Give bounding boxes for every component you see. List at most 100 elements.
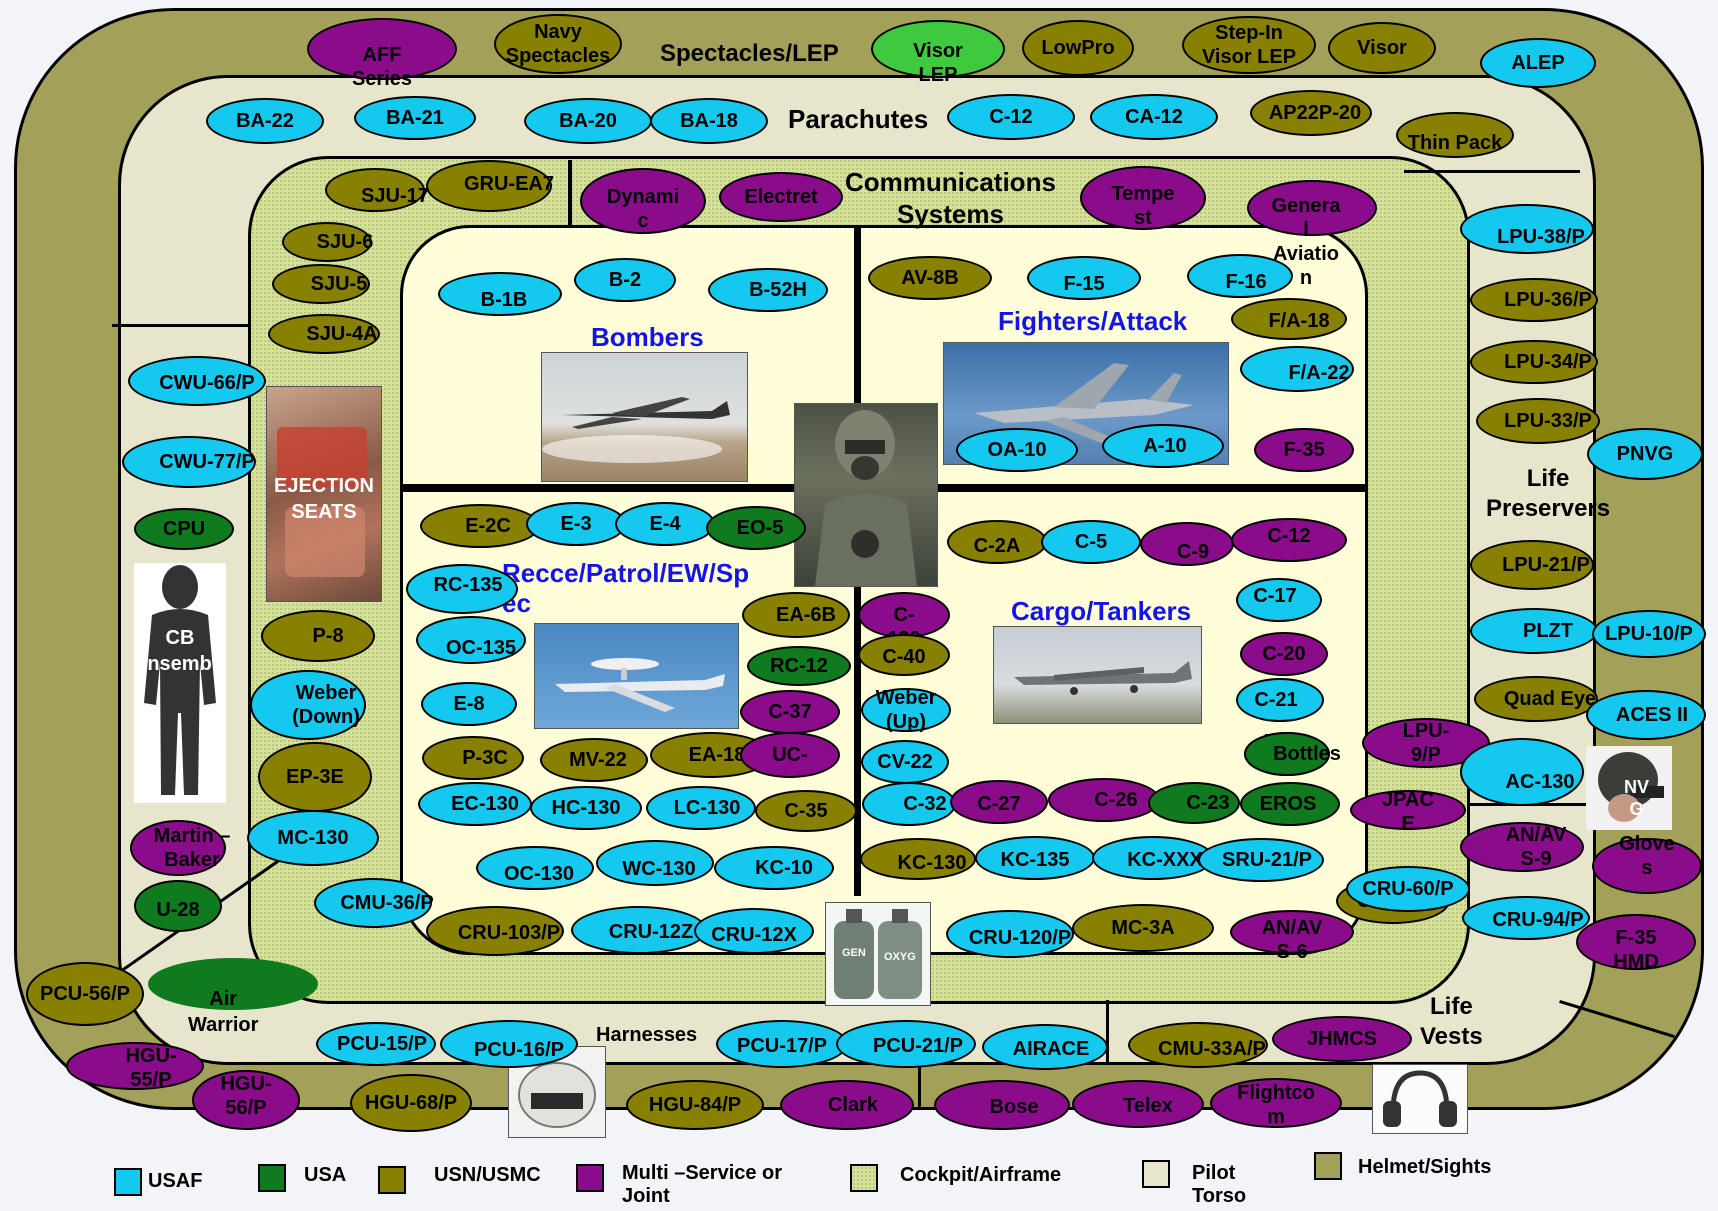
equipment-martin-baker-oval[interactable]: Martin – Baker (130, 820, 230, 876)
equipment-tempe-st-oval[interactable]: Tempe st (1080, 166, 1206, 230)
equipment-f-15-oval[interactable]: F-15 (1027, 256, 1141, 300)
equipment-c-2a-oval[interactable]: C-2A (947, 520, 1047, 564)
equipment-c-32-oval[interactable]: C-32 (862, 782, 956, 826)
equipment-kc-135-oval[interactable]: KC-135 (975, 836, 1095, 880)
equipment-ap22p-20-oval[interactable]: AP22P-20 (1250, 90, 1372, 136)
equipment-kc-xxx-oval[interactable]: KC-XXX (1092, 836, 1214, 880)
equipment-f-a-18-oval[interactable]: F/A-18 (1231, 298, 1347, 340)
equipment-ba-20-oval[interactable]: BA-20 (524, 98, 652, 144)
equipment-u-28-oval[interactable]: U-28 (134, 880, 222, 932)
equipment-c-40-oval[interactable]: C-40 (858, 634, 950, 676)
equipment-wc-130-oval[interactable]: WC-130 (596, 840, 714, 886)
equipment-e-2c-oval[interactable]: E-2C (420, 504, 540, 548)
equipment-ac-130-oval[interactable]: AC-130 (1460, 738, 1584, 806)
equipment-p-8-oval[interactable]: P-8 (261, 610, 375, 662)
equipment-an-av-s-6-oval[interactable]: AN/AV S-6 (1230, 910, 1354, 963)
equipment-lpu-38-p-oval[interactable]: LPU-38/P (1460, 204, 1594, 254)
equipment-cwu-66-p-oval[interactable]: CWU-66/P (128, 356, 266, 406)
equipment-hgu--55-p-oval[interactable]: HGU- 55/P (66, 1042, 204, 1091)
equipment-cmu-33a-p-oval[interactable]: CMU-33A/P (1128, 1022, 1268, 1068)
equipment-lowpro-oval[interactable]: LowPro (1022, 20, 1134, 76)
equipment-oc-135-oval[interactable]: OC-135 (416, 616, 526, 664)
equipment-pcu-56-p-oval[interactable]: PCU-56/P (26, 962, 144, 1026)
equipment-alep-oval[interactable]: ALEP (1480, 38, 1596, 88)
equipment-aff-series-oval[interactable]: AFF Series (307, 18, 457, 90)
equipment-cpu-oval[interactable]: CPU (134, 508, 234, 550)
equipment-c-21-oval[interactable]: C-21 (1236, 678, 1324, 722)
equipment-sju-5-oval[interactable]: SJU-5 (272, 264, 370, 304)
equipment-cv-22-oval[interactable]: CV-22 (861, 740, 949, 784)
equipment-step-in-visor-lep-oval[interactable]: Step-In Visor LEP (1182, 16, 1316, 74)
equipment-lpu-33-p-oval[interactable]: LPU-33/P (1476, 398, 1600, 444)
equipment-c-12-oval[interactable]: C-12 (1231, 518, 1347, 562)
equipment-jpac-e-oval[interactable]: JPAC E (1350, 789, 1466, 835)
equipment-telex-oval[interactable]: Telex (1072, 1080, 1204, 1128)
equipment-f-a-22-oval[interactable]: F/A-22 (1240, 346, 1354, 392)
equipment-uc--oval[interactable]: UC- (740, 732, 840, 778)
equipment-p-3c-oval[interactable]: P-3C (422, 736, 524, 780)
equipment-kc-130-oval[interactable]: KC-130 (860, 838, 976, 880)
equipment-e-4-oval[interactable]: E-4 (615, 502, 715, 546)
equipment-hgu--56-p-oval[interactable]: HGU- 56/P (192, 1070, 300, 1130)
equipment-hc-130-oval[interactable]: HC-130 (530, 786, 642, 830)
equipment-gru-ea7-oval[interactable]: GRU-EA7 (426, 160, 554, 212)
equipment-rc-135-oval[interactable]: RC-135 (406, 564, 518, 614)
equipment-pcu-15-p-oval[interactable]: PCU-15/P (316, 1022, 436, 1066)
equipment-lc-130-oval[interactable]: LC-130 (646, 786, 756, 830)
equipment-av-8b-oval[interactable]: AV-8B (868, 256, 992, 300)
equipment-lpu-21-p-oval[interactable]: LPU-21/P (1470, 540, 1594, 590)
equipment-ba-18-oval[interactable]: BA-18 (650, 98, 768, 144)
equipment-ep-3e-oval[interactable]: EP-3E (258, 742, 372, 812)
equipment-quad-eye-oval[interactable]: Quad Eye (1474, 676, 1598, 722)
equipment-eros-oval[interactable]: EROS (1240, 782, 1340, 826)
equipment-hgu-84-p-oval[interactable]: HGU-84/P (626, 1080, 764, 1130)
equipment-cru-103-p-oval[interactable]: CRU-103/P (426, 906, 564, 956)
equipment-eo-5-oval[interactable]: EO-5 (706, 506, 806, 550)
equipment-c--130-oval[interactable]: C- 130 (858, 592, 950, 650)
equipment-mv-22-oval[interactable]: MV-22 (540, 738, 648, 782)
equipment-pcu-16-p-oval[interactable]: PCU-16/P (440, 1020, 578, 1068)
equipment-mc-130-oval[interactable]: MC-130 (247, 810, 379, 866)
equipment-sju-4a-oval[interactable]: SJU-4A (268, 314, 380, 354)
equipment-b-2-oval[interactable]: B-2 (574, 258, 676, 302)
equipment-bose-oval[interactable]: Bose (934, 1080, 1070, 1130)
equipment-cwu-77-p-oval[interactable]: CWU-77/P (122, 436, 256, 488)
equipment-flightco-m-oval[interactable]: Flightco m (1210, 1078, 1342, 1128)
equipment-f-35-oval[interactable]: F-35 (1254, 428, 1354, 472)
equipment-c-35-oval[interactable]: C-35 (755, 790, 857, 832)
equipment-an-av-s-9-oval[interactable]: AN/AV S-9 (1460, 822, 1584, 872)
equipment-c-5-oval[interactable]: C-5 (1041, 520, 1141, 564)
equipment-ca-12-oval[interactable]: CA-12 (1090, 94, 1218, 140)
equipment-f-16-oval[interactable]: F-16 (1187, 254, 1293, 298)
equipment-c-9-oval[interactable]: C-9 (1140, 522, 1234, 566)
equipment-pcu-17-p-oval[interactable]: PCU-17/P (716, 1020, 848, 1068)
equipment-pnvg-oval[interactable]: PNVG (1587, 428, 1703, 480)
equipment-oc-130-oval[interactable]: OC-130 (476, 846, 594, 890)
equipment-c-37-oval[interactable]: C-37 (740, 690, 840, 734)
equipment-weber-down-oval[interactable]: Weber (Down) (250, 670, 366, 740)
equipment-b-52h-oval[interactable]: B-52H (708, 268, 828, 312)
equipment-cru-12z-oval[interactable]: CRU-12Z (571, 906, 707, 954)
equipment-oa-10-oval[interactable]: OA-10 (956, 428, 1078, 472)
equipment-a-10-oval[interactable]: A-10 (1102, 424, 1224, 468)
equipment-ec-130-oval[interactable]: EC-130 (418, 782, 532, 826)
equipment-cru-120-p-oval[interactable]: CRU-120/P (946, 910, 1074, 958)
equipment-ba-22-oval[interactable]: BA-22 (206, 98, 324, 144)
equipment-c-23-oval[interactable]: C-23 (1148, 782, 1240, 824)
equipment-cru-60-p-oval[interactable]: CRU-60/P (1346, 866, 1470, 912)
equipment-ea-6b-oval[interactable]: EA-6B (742, 592, 850, 638)
equipment-jhmcs-oval[interactable]: JHMCS (1272, 1016, 1412, 1062)
equipment-visor-oval[interactable]: Visor (1328, 22, 1436, 74)
equipment-lpu-10-p-oval[interactable]: LPU-10/P (1592, 610, 1706, 658)
equipment-weber-up-oval[interactable]: Weber (Up) (861, 687, 951, 733)
equipment-b-1b-oval[interactable]: B-1B (438, 272, 562, 316)
equipment-lpu-34-p-oval[interactable]: LPU-34/P (1470, 340, 1598, 384)
equipment-thin-pack-oval[interactable]: Thin Pack (1396, 112, 1514, 158)
equipment-glove-s-oval[interactable]: Glove s (1592, 833, 1702, 894)
equipment-sju-17-oval[interactable]: SJU-17 (325, 168, 429, 212)
equipment-airace-oval[interactable]: AIRACE (982, 1024, 1108, 1070)
equipment-c-27-oval[interactable]: C-27 (950, 780, 1048, 824)
equipment-pcu-21-p-oval[interactable]: PCU-21/P (836, 1020, 976, 1068)
equipment-sru-21-p-oval[interactable]: SRU-21/P (1198, 838, 1324, 882)
equipment-cru-12x-oval[interactable]: CRU-12X (694, 908, 814, 954)
